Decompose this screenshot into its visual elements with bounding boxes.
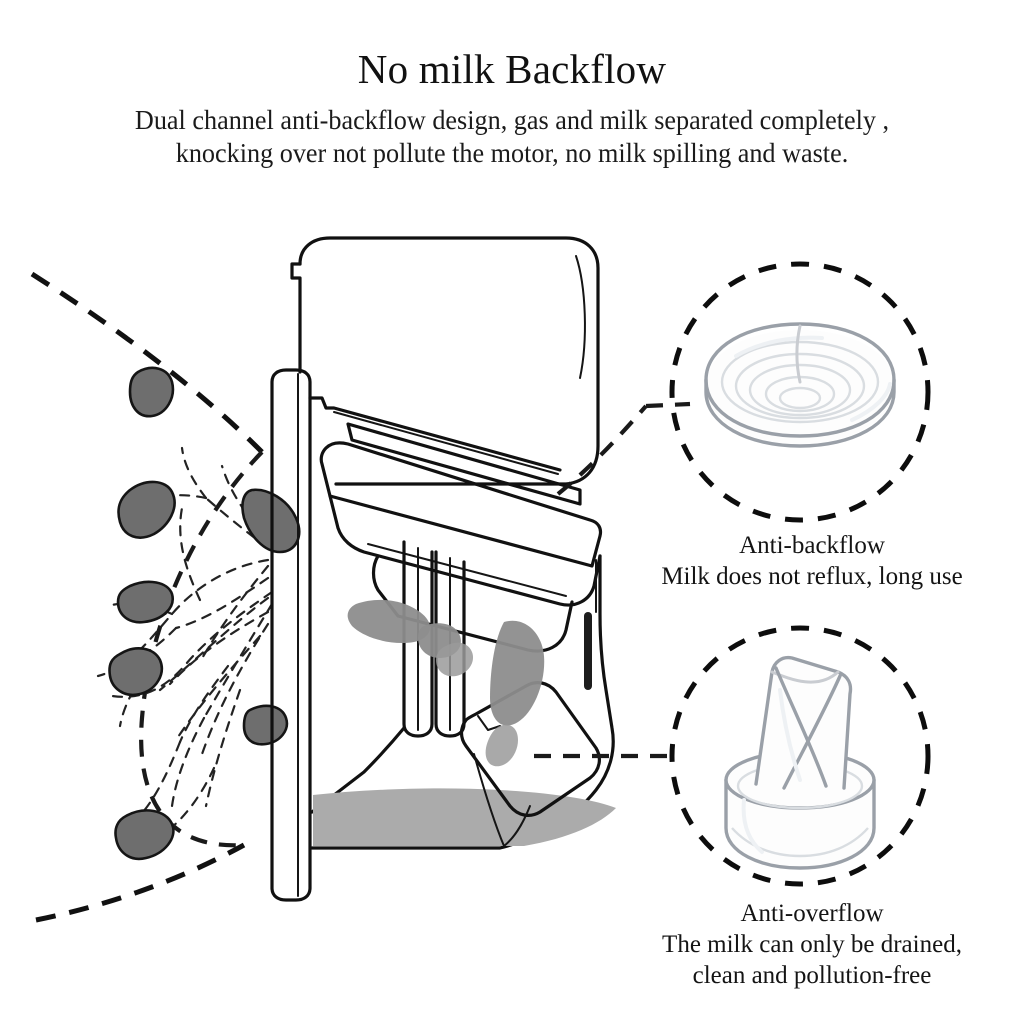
- callout-circle-anti-backflow: [669, 261, 931, 523]
- flange-icon: [270, 368, 312, 902]
- motor-unit-icon: [290, 236, 600, 486]
- callout-description-line-1: The milk can only be drained,: [662, 931, 962, 958]
- leader-line-top: [556, 401, 691, 496]
- subtitle-line-1: Dual channel anti-backflow design, gas a…: [134, 105, 890, 135]
- milk-droplets-icon: [347, 599, 545, 767]
- callout-caption-anti-backflow: Anti-backflow Milk does not reflux, long…: [600, 530, 1024, 592]
- callout-description-line-1: Milk does not reflux, long use: [661, 563, 963, 590]
- silicone-diaphragm-disc-icon: [704, 322, 896, 448]
- page-subtitle: Dual channel anti-backflow design, gas a…: [54, 104, 970, 170]
- callout-heading: Anti-backflow: [739, 532, 885, 559]
- duckbill-valve-icon: [459, 681, 601, 847]
- breast-outline-icon: [30, 271, 264, 923]
- milk-liquid-icon: [313, 788, 616, 846]
- callout-description-line-2: clean and pollution-free: [692, 962, 932, 989]
- callout-caption-anti-overflow: Anti-overflow The milk can only be drain…: [600, 898, 1024, 991]
- page-title: No milk Backflow: [357, 46, 667, 92]
- diaphragm-icon: [308, 396, 603, 653]
- callout-heading: Anti-overflow: [740, 900, 884, 927]
- subtitle-line-2: knocking over not pollute the motor, no …: [175, 138, 849, 168]
- callout-circle-anti-overflow: [669, 625, 931, 887]
- duckbill-valve-part-icon: [724, 655, 876, 870]
